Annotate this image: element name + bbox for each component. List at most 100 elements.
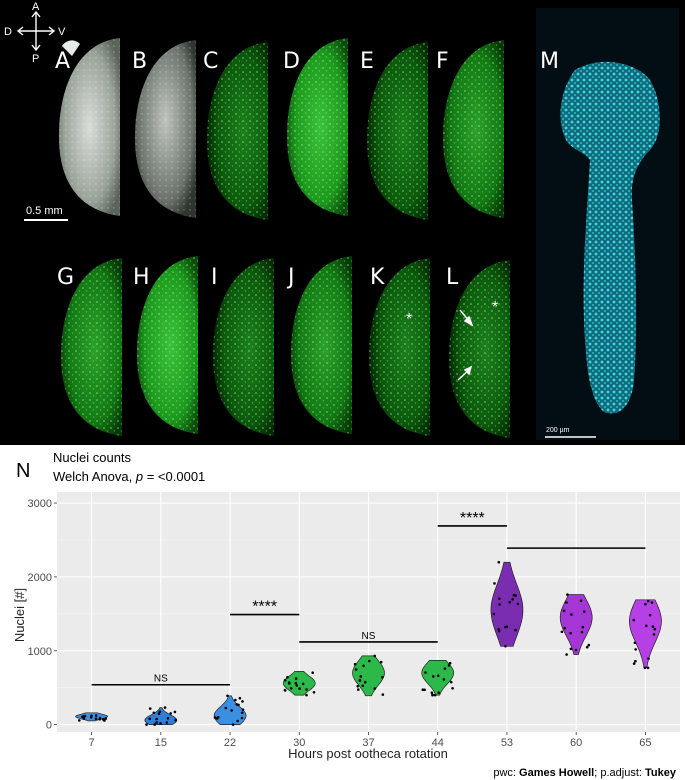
data-point: [94, 717, 98, 720]
data-point: [286, 675, 289, 679]
data-point: [241, 708, 245, 711]
data-point: [652, 633, 656, 636]
data-point: [82, 715, 85, 718]
panel-label-I: I: [211, 265, 218, 290]
data-point: [169, 712, 172, 715]
data-point: [231, 723, 235, 726]
y-tick-label: 1000: [28, 646, 52, 658]
data-point: [240, 711, 244, 715]
data-point: [498, 603, 501, 606]
data-point: [381, 675, 384, 679]
data-point: [283, 678, 287, 682]
comparison-label: NS: [154, 674, 168, 685]
data-point: [647, 657, 650, 660]
data-point: [432, 675, 435, 678]
data-point: [158, 710, 162, 713]
data-point: [585, 645, 589, 649]
data-point: [361, 684, 365, 688]
data-point: [650, 601, 654, 604]
data-point: [145, 723, 148, 726]
data-point: [449, 680, 453, 684]
data-point: [508, 600, 512, 604]
data-point: [493, 582, 496, 585]
data-point: [563, 626, 566, 630]
data-point: [305, 693, 308, 697]
data-point: [157, 712, 161, 715]
plot-subtitle: Welch Anova, p = <0.0001: [53, 469, 205, 484]
data-point: [353, 662, 357, 666]
y-tick-label: 2000: [28, 572, 52, 584]
violin-15: [144, 707, 178, 725]
data-point: [301, 682, 305, 686]
data-point: [173, 710, 177, 714]
data-point: [504, 625, 507, 629]
data-point: [516, 602, 520, 606]
plot-footer: pwc: Games Howell; p.adjust: Tukey: [493, 767, 677, 779]
data-point: [215, 717, 219, 720]
data-point: [155, 721, 158, 724]
panel-label-K: K: [370, 265, 385, 290]
data-point: [504, 645, 507, 648]
data-point: [514, 594, 517, 597]
data-point: [166, 717, 170, 720]
data-point: [443, 667, 447, 670]
panel-label-D: D: [283, 49, 300, 74]
data-point: [565, 601, 568, 604]
x-tick-label: 7: [89, 737, 95, 749]
x-tick-label: 15: [155, 737, 167, 749]
data-point: [574, 648, 578, 652]
data-point: [566, 593, 569, 596]
data-point: [646, 666, 650, 670]
data-point: [240, 716, 244, 720]
data-point: [448, 661, 452, 665]
data-point: [357, 688, 360, 691]
data-point: [236, 719, 239, 723]
arrow-L-upper: [459, 309, 474, 327]
data-point: [373, 687, 377, 690]
x-tick-label: 44: [432, 737, 444, 749]
data-point: [581, 625, 585, 629]
data-point: [497, 560, 501, 564]
arrow-L-lower: [457, 365, 473, 381]
data-point: [294, 681, 298, 685]
data-point: [632, 662, 636, 665]
data-point: [295, 684, 299, 687]
plot-title: Nuclei counts: [53, 450, 132, 465]
data-point: [436, 674, 440, 678]
data-point: [356, 685, 360, 688]
compass-ventral: V: [58, 26, 66, 38]
data-point: [234, 698, 237, 702]
data-point: [648, 613, 652, 617]
data-point: [580, 630, 584, 634]
compass-dorsal: D: [4, 26, 12, 38]
data-point: [569, 647, 573, 651]
data-point: [155, 717, 158, 721]
data-point: [447, 664, 451, 667]
data-point: [148, 707, 152, 710]
data-point: [511, 598, 514, 601]
data-point: [643, 666, 647, 670]
data-point: [235, 703, 238, 706]
data-point: [560, 630, 564, 634]
data-point: [312, 691, 316, 694]
data-point: [423, 688, 426, 692]
x-tick-label: 30: [293, 737, 305, 749]
data-point: [381, 693, 385, 696]
data-point: [442, 678, 446, 681]
violin-53: [490, 561, 524, 647]
data-point: [359, 675, 363, 678]
violin-65: [629, 599, 662, 669]
x-tick-label: 60: [570, 737, 582, 749]
panel-label-G: G: [57, 265, 74, 290]
orientation-compass: [16, 10, 56, 52]
data-point: [230, 709, 233, 712]
data-point: [362, 664, 365, 668]
data-point: [651, 625, 655, 628]
data-point: [78, 719, 81, 722]
data-point: [451, 687, 454, 690]
data-point: [633, 641, 637, 645]
data-point: [283, 689, 287, 692]
data-point: [569, 631, 572, 635]
data-point: [363, 680, 367, 684]
data-point: [562, 609, 566, 612]
